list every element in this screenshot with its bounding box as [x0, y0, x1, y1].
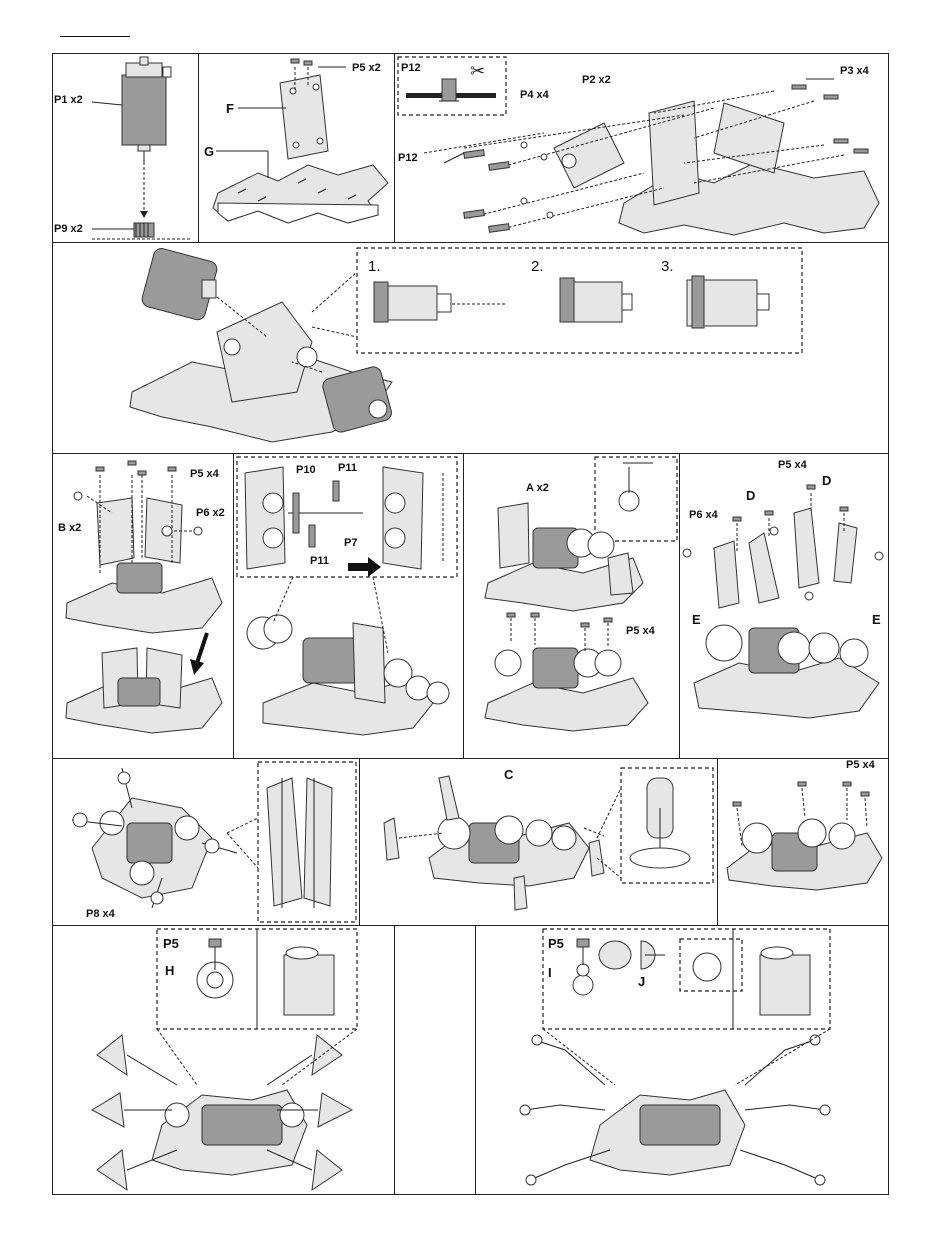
label-a: A x2	[526, 483, 549, 494]
step-1-label: 1.	[368, 258, 381, 275]
label-p8: P8 x4	[86, 909, 115, 920]
label-p5-x4-c: P5 x4	[778, 460, 807, 471]
label-p6-x2: P6 x2	[196, 508, 225, 519]
label-p7: P7	[344, 538, 357, 549]
label-h: H	[165, 964, 174, 977]
step-2-label: 2.	[531, 258, 544, 275]
label-p6-x4: P6 x4	[689, 510, 718, 521]
motor-illustration	[52, 53, 199, 243]
side-plates-illustration	[52, 453, 234, 759]
label-p5-x4-d: P5 x4	[846, 760, 875, 771]
label-g: G	[204, 145, 214, 158]
label-p1: P1 x2	[54, 95, 83, 106]
label-p2: P2 x2	[582, 75, 611, 86]
label-p5-x4-a: P5 x4	[190, 469, 219, 480]
label-p11-b: P11	[310, 556, 329, 567]
brackets-illustration	[394, 53, 889, 243]
label-e-left: E	[692, 613, 701, 626]
suction-feet-illustration	[52, 925, 395, 1195]
label-b: B x2	[58, 523, 81, 534]
step-3-label: 3.	[661, 258, 674, 275]
label-j: J	[638, 975, 645, 988]
scissors-icon: ✂	[470, 62, 485, 80]
label-p12: P12	[398, 153, 418, 164]
motor-install-illustration	[52, 242, 889, 454]
panel-blank	[394, 925, 476, 1195]
cranks-illustration	[359, 758, 718, 926]
label-p5-h: P5	[163, 937, 179, 950]
label-d-right: D	[822, 474, 831, 487]
label-d-left: D	[746, 489, 755, 502]
label-p12-top: P12	[401, 63, 421, 74]
label-p10: P10	[296, 465, 316, 476]
label-p3: P3 x4	[840, 66, 869, 77]
frame-plate-illustration	[198, 53, 395, 243]
header-underline	[60, 36, 130, 37]
label-f: F	[226, 102, 234, 115]
cranks-screws-illustration	[717, 758, 889, 926]
wire-legs-illustration	[475, 925, 889, 1195]
label-p9: P9 x2	[54, 224, 83, 235]
label-p5-x2: P5 x2	[352, 63, 381, 74]
label-e-right: E	[872, 613, 881, 626]
label-p5-i: P5	[548, 937, 564, 950]
label-c: C	[504, 768, 513, 781]
label-p5-x4-b: P5 x4	[626, 626, 655, 637]
label-p4: P4 x4	[520, 90, 549, 101]
label-i: I	[548, 966, 552, 979]
cover-plates-illustration	[463, 453, 680, 759]
label-p11-a: P11	[338, 463, 357, 474]
gear-train-illustration	[233, 453, 464, 759]
legs-illustration	[679, 453, 889, 759]
axles-illustration	[52, 758, 360, 926]
